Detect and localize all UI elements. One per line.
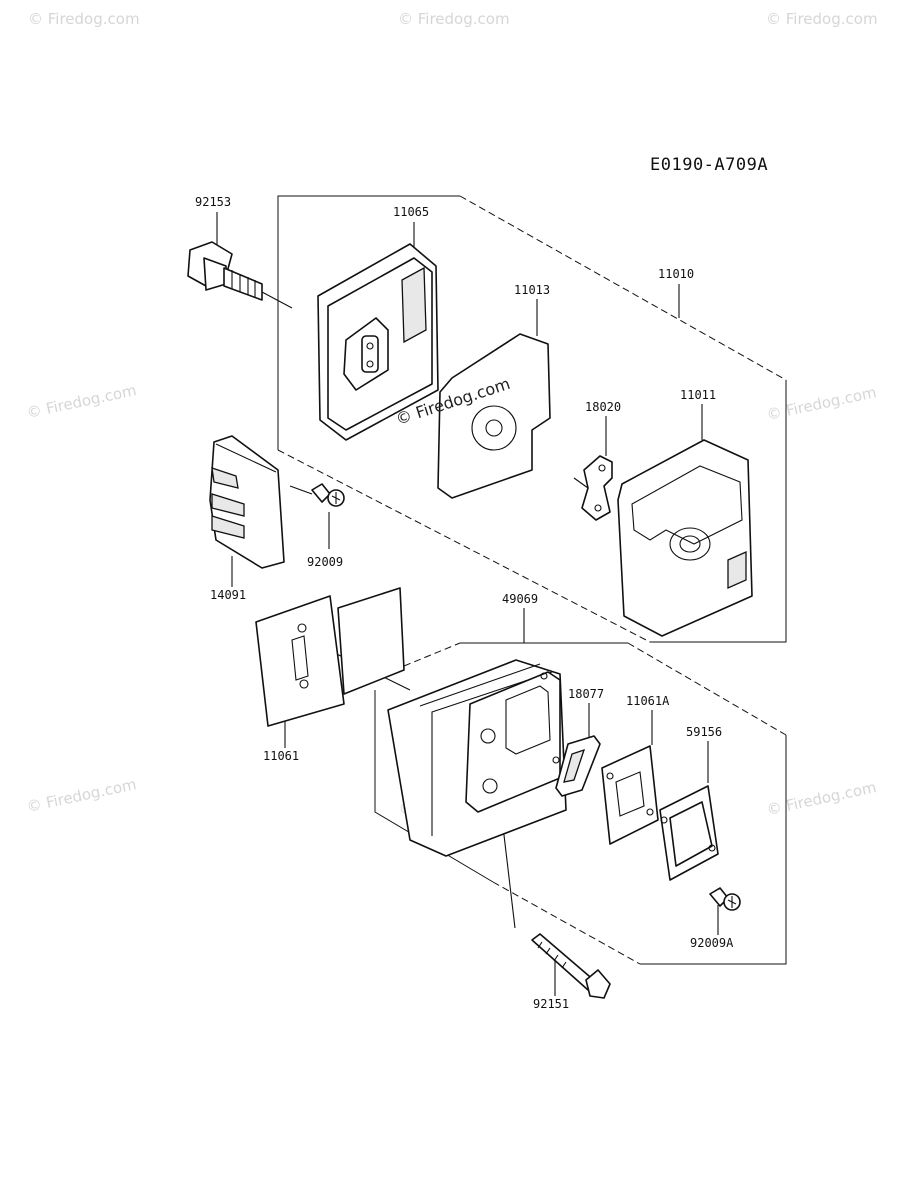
label-18077: 18077 <box>568 687 604 701</box>
label-92151: 92151 <box>533 997 569 1011</box>
part-92009A-screw <box>709 887 741 911</box>
part-92151-bolt <box>531 933 611 999</box>
boundary-11010-dash-bottom <box>277 449 651 643</box>
label-11061: 11061 <box>263 749 299 763</box>
part-11061A-gasket <box>601 745 659 845</box>
part-11011-cover <box>617 439 753 637</box>
boundary-11010-solid <box>277 195 460 450</box>
part-18077-screen <box>555 735 601 797</box>
part-11061-gasket <box>255 587 405 727</box>
watermark-mid-right: © Firedog.com <box>765 383 878 424</box>
label-92009A: 92009A <box>690 936 734 950</box>
watermark-low-left: © Firedog.com <box>25 775 138 816</box>
leader-screw-axis <box>289 485 313 495</box>
watermark-mid-left: © Firedog.com <box>25 381 138 422</box>
label-11013: 11013 <box>514 283 550 297</box>
watermark-top-center: © Firedog.com <box>398 10 510 28</box>
watermark-top-right: © Firedog.com <box>766 10 878 28</box>
part-11013-filter <box>437 333 551 499</box>
label-11010: 11010 <box>658 267 694 281</box>
part-92153-knob <box>187 241 263 301</box>
label-11065: 11065 <box>393 205 429 219</box>
part-11065-base <box>317 243 439 441</box>
diagram-code: E0190-A709A <box>650 155 768 175</box>
watermark-low-right: © Firedog.com <box>765 778 878 819</box>
label-92009: 92009 <box>307 555 343 569</box>
label-11061A: 11061A <box>626 694 670 708</box>
part-14091-guard <box>209 435 285 569</box>
part-labels: 92153 11065 11010 11013 18020 11011 9200… <box>195 195 734 1011</box>
label-18020: 18020 <box>585 400 621 414</box>
label-14091: 14091 <box>210 588 246 602</box>
part-18020-bracket <box>573 455 613 521</box>
watermark-top-left: © Firedog.com <box>28 10 140 28</box>
label-49069: 49069 <box>502 592 538 606</box>
label-11011: 11011 <box>680 388 716 402</box>
label-92153: 92153 <box>195 195 231 209</box>
boundary-49069-dash-right <box>627 642 787 736</box>
assembly-boundaries <box>277 195 787 965</box>
boundary-49069-solid <box>374 690 494 883</box>
boundary-49069-dash-top <box>403 642 461 667</box>
boundary-49069-right <box>640 735 787 965</box>
part-59156-cover <box>659 785 719 881</box>
part-49069-muffler <box>387 659 567 857</box>
leader-knob-axis <box>261 291 293 309</box>
boundary-11010-right <box>650 380 787 643</box>
part-92009-screw <box>311 483 345 507</box>
label-59156: 59156 <box>686 725 722 739</box>
boundary-11010-dash-top <box>459 195 787 381</box>
boundary-49069-dash-bottom <box>492 881 641 965</box>
